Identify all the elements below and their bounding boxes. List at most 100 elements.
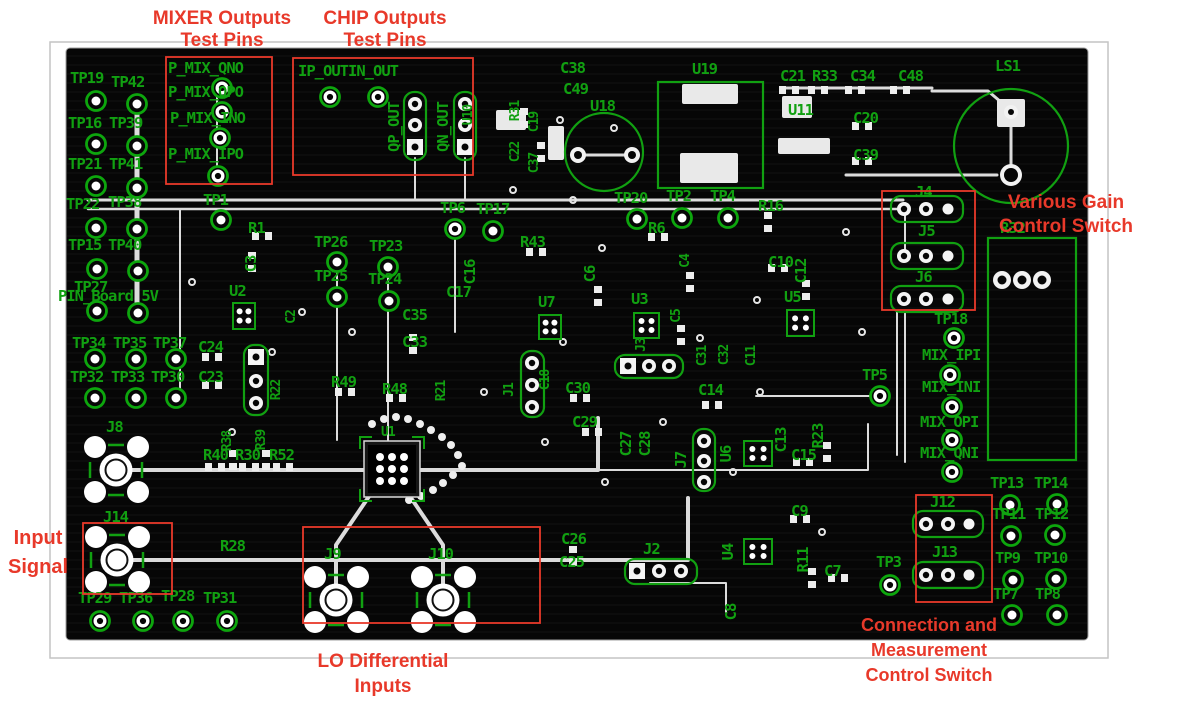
silkscreen-label-TP3: TP3: [876, 553, 902, 571]
silkscreen-label-MIX_INI: MIX_INI: [922, 378, 981, 396]
silkscreen-label-J4: J4: [915, 183, 932, 201]
component-outline-LS1: [952, 87, 1070, 205]
silkscreen-label-TP5: TP5: [862, 366, 888, 384]
smd-passive: [828, 574, 848, 582]
silkscreen-label-TP11: TP11: [992, 505, 1026, 523]
test-point: [211, 77, 233, 99]
smd-passive: [335, 388, 355, 396]
test-point: [132, 610, 154, 632]
silkscreen-label-J1: J1: [502, 382, 517, 397]
silkscreen-label-R6: R6: [648, 219, 665, 237]
silkscreen-label-C16: C16: [461, 259, 479, 285]
test-point: [626, 208, 648, 230]
test-point: [85, 217, 107, 239]
silkscreen-label-TP37: TP37: [153, 334, 187, 352]
silkscreen-label-C30: C30: [565, 379, 591, 397]
silkscreen-label-IP_OUT: IP_OUT: [298, 62, 349, 80]
highlight-box-mixer-outputs-box: [165, 56, 273, 185]
smd-passive: [594, 286, 602, 306]
silkscreen-label-TP35: TP35: [113, 334, 147, 352]
test-point: [717, 207, 739, 229]
highlight-box-input-signal-box: [82, 522, 173, 595]
svg-text:Various Gain: Various Gain: [1008, 192, 1124, 213]
test-point: [84, 387, 106, 409]
silkscreen-label-C23: C23: [198, 368, 224, 386]
annotation-boxes: [82, 56, 993, 624]
silkscreen-label-C32: C32: [717, 345, 732, 366]
silkscreen-label-C17: C17: [446, 283, 472, 301]
test-point: [85, 175, 107, 197]
silkscreen-label-TP28: TP28: [161, 587, 195, 605]
silkscreen-label-C2: C2: [284, 310, 299, 324]
test-point: [210, 209, 232, 231]
smd-passive: [852, 157, 872, 165]
silkscreen-label-J3: J3: [634, 338, 649, 352]
silkscreen-label-TP36: TP36: [119, 589, 153, 607]
silkscreen-label-J9: J9: [324, 545, 341, 563]
test-point: [165, 348, 187, 370]
test-point: [999, 494, 1021, 516]
test-point: [89, 610, 111, 632]
silkscreen-label-P_MIX_IPO: P_MIX_IPO: [168, 145, 244, 163]
smd-passive: [262, 450, 270, 470]
test-point: [326, 286, 348, 308]
test-point: [126, 177, 148, 199]
silkscreen-label-R22: R22: [269, 380, 284, 401]
smd-passive: [409, 334, 417, 354]
silkscreen-label-C4: C4: [678, 253, 693, 268]
ic-U4: [743, 538, 773, 565]
smd-passive: [845, 86, 865, 94]
test-point: [125, 348, 147, 370]
test-point: [165, 387, 187, 409]
silkscreen-label-TP33: TP33: [111, 368, 145, 386]
switch-pads: [993, 271, 1051, 289]
test-point: [444, 218, 466, 240]
silkscreen-label-TP9: TP9: [995, 549, 1021, 567]
vias: [188, 116, 866, 536]
silkscreen-label-J7: J7: [672, 451, 690, 468]
smd-passive: [239, 463, 259, 471]
silkscreen-label-C28: C28: [636, 431, 654, 457]
svg-text:Test Pins: Test Pins: [343, 30, 426, 51]
smd-passive: [808, 568, 816, 588]
smd-passive: [702, 401, 722, 409]
ic-U2: [232, 302, 256, 330]
silkscreen-label-TP38: TP38: [108, 193, 142, 211]
silkscreen-label-TP24: TP24: [368, 270, 402, 288]
silkscreen-label-TP15: TP15: [68, 236, 102, 254]
test-point: [1045, 568, 1067, 590]
ic-U7: [538, 314, 562, 340]
connector-J3: [613, 353, 685, 380]
component-outline-R32: [986, 236, 1078, 462]
svg-text:Inputs: Inputs: [355, 676, 412, 697]
connector-J5: [889, 241, 965, 271]
svg-text:Measurement: Measurement: [871, 640, 987, 660]
smd-passive: [202, 353, 222, 361]
silkscreen-label-TP14: TP14: [1034, 474, 1068, 492]
highlight-box-various-gain-box: [881, 190, 976, 311]
smd-passives: [202, 86, 910, 588]
test-point: [941, 461, 963, 483]
smd-passive: [790, 515, 810, 523]
test-point: [126, 93, 148, 115]
silkscreen-label-R28: R28: [220, 537, 246, 555]
smd-passive: [248, 252, 256, 272]
silkscreen-label-C22: C22: [508, 142, 523, 163]
test-point: [211, 101, 233, 123]
silkscreen-label-TP22: TP22: [66, 195, 100, 213]
silkscreen-label-TP4: TP4: [710, 187, 736, 205]
silkscreen-label-P_MIX_INO: P_MIX_INO: [170, 109, 246, 127]
component-outline-U18: [563, 111, 645, 193]
connector-QP_OUT: [402, 90, 428, 162]
smd-passive: [890, 86, 910, 94]
silkscreen-label-U6: U6: [717, 445, 735, 462]
silkscreen-label-C6: C6: [581, 265, 599, 282]
silkscreen-label-TP19: TP19: [70, 69, 104, 87]
smd-passive: [686, 272, 694, 292]
